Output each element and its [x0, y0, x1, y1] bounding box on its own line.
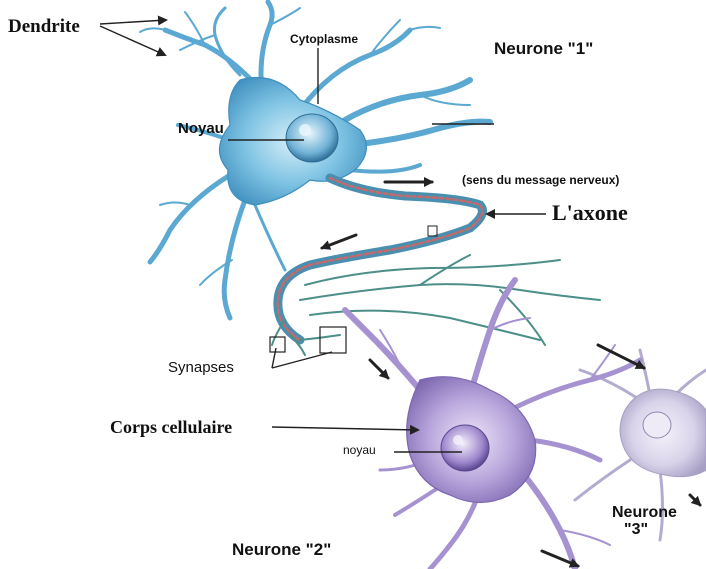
neurone3-nucleus [643, 412, 671, 438]
label-corps-cellulaire: Corps cellulaire [110, 418, 232, 436]
label-noyau: Noyau [178, 121, 224, 136]
label-neurone-3-line2: "3" [624, 522, 648, 538]
label-synapses: Synapses [168, 360, 234, 375]
axon-marker-box [428, 226, 437, 236]
axon-terminals [272, 255, 600, 355]
label-axone: L'axone [552, 202, 628, 224]
neurone1-nucleus [286, 114, 338, 162]
label-cytoplasme: Cytoplasme [290, 33, 358, 45]
label-neurone-1: Neurone "1" [494, 40, 593, 57]
neurone2-nucleus [441, 425, 489, 471]
label-neurone-2: Neurone "2" [232, 541, 331, 558]
label-neurone-3-line1: Neurone [612, 505, 677, 521]
synapse-box-2 [320, 327, 346, 353]
label-sens-du-message: (sens du message nerveux) [462, 174, 619, 186]
label-noyau-2: noyau [343, 444, 376, 456]
label-dendrite: Dendrite [8, 17, 80, 36]
axon [278, 178, 483, 340]
